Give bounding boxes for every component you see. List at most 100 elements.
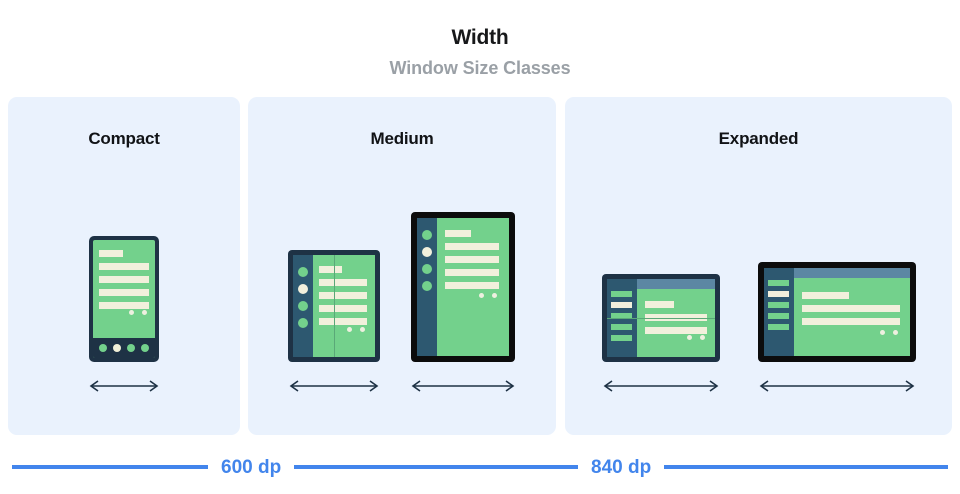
tablet-landscape-fab-dots bbox=[879, 330, 898, 335]
dot-icon bbox=[686, 335, 692, 340]
device-phone bbox=[89, 236, 159, 362]
drawer-item-icon-selected bbox=[768, 291, 789, 297]
rail-dot-icon bbox=[298, 318, 308, 328]
dot-icon bbox=[142, 310, 147, 315]
phone-bottom-nav bbox=[93, 338, 155, 358]
width-arrow-foldable-landscape bbox=[601, 379, 721, 393]
device-group-expanded bbox=[565, 193, 952, 393]
device-tablet-landscape bbox=[757, 262, 916, 362]
device-tablet-portrait bbox=[411, 212, 515, 362]
rail-dot-icon bbox=[422, 281, 432, 291]
width-arrow-tablet-portrait bbox=[409, 379, 517, 393]
panel-title-expanded: Expanded bbox=[718, 129, 799, 148]
content-line bbox=[801, 318, 900, 325]
fold-crease bbox=[606, 318, 715, 319]
content-line bbox=[445, 230, 471, 237]
phone-fab-dots bbox=[129, 310, 147, 315]
width-arrow-tablet-landscape bbox=[757, 379, 917, 393]
foldable-portrait-screen bbox=[293, 255, 375, 357]
navigation-drawer bbox=[763, 268, 794, 356]
device-slot-phone bbox=[87, 236, 161, 393]
dot-icon bbox=[892, 330, 898, 335]
panel-title-compact: Compact bbox=[88, 129, 160, 148]
foldable-landscape-fab-dots bbox=[686, 335, 705, 340]
breakpoint-scale: 600 dp 840 dp bbox=[12, 455, 948, 479]
content-line bbox=[319, 305, 367, 312]
content-line bbox=[319, 266, 343, 273]
phone-screen bbox=[93, 240, 155, 358]
dot-icon bbox=[360, 327, 365, 332]
content-line bbox=[445, 256, 499, 263]
content-line bbox=[644, 327, 707, 334]
tablet-portrait-fab-dots bbox=[479, 293, 497, 298]
scale-segment-expanded bbox=[664, 465, 948, 469]
device-group-compact bbox=[8, 193, 240, 393]
panel-medium: Medium bbox=[248, 97, 556, 435]
device-slot-tablet-landscape bbox=[757, 262, 917, 393]
page-subtitle: Window Size Classes bbox=[389, 58, 571, 78]
rail-dot-icon bbox=[422, 230, 432, 240]
drawer-item-icon-selected bbox=[611, 302, 632, 308]
foldable-landscape-content-lines bbox=[644, 301, 707, 340]
content-line bbox=[801, 305, 900, 312]
navigation-rail bbox=[417, 218, 437, 356]
content-line bbox=[445, 243, 499, 250]
nav-dot-icon bbox=[99, 344, 107, 352]
drawer-item-icon bbox=[768, 302, 789, 308]
nav-dot-icon bbox=[127, 344, 135, 352]
rail-dot-icon-selected bbox=[422, 247, 432, 257]
content-line bbox=[99, 302, 149, 309]
scale-segment-compact bbox=[12, 465, 208, 469]
content-line bbox=[801, 292, 849, 299]
content-line bbox=[99, 263, 149, 270]
drawer-item-icon bbox=[611, 324, 632, 330]
rail-dot-icon bbox=[298, 301, 308, 311]
rail-dot-icon bbox=[298, 267, 308, 277]
rail-dot-icon bbox=[422, 264, 432, 274]
foldable-portrait-fab-dots bbox=[347, 327, 365, 332]
content-line bbox=[644, 301, 675, 308]
scale-segment-medium bbox=[294, 465, 578, 469]
breakpoint-label-840: 840 dp bbox=[591, 456, 652, 478]
foldable-landscape-screen bbox=[606, 279, 715, 357]
dot-icon bbox=[879, 330, 885, 335]
dot-icon bbox=[699, 335, 705, 340]
tablet-landscape-screen bbox=[763, 268, 910, 356]
tablet-landscape-content-lines bbox=[801, 292, 900, 331]
content-line bbox=[319, 292, 367, 299]
header: Width Window Size Classes bbox=[0, 0, 960, 79]
top-app-bar bbox=[636, 279, 715, 289]
device-foldable-portrait bbox=[288, 250, 380, 362]
drawer-item-icon bbox=[768, 324, 789, 330]
top-app-bar bbox=[793, 268, 910, 278]
phone-content-lines bbox=[99, 250, 149, 315]
device-slot-foldable-portrait bbox=[287, 250, 381, 393]
rail-dot-icon-selected bbox=[298, 284, 308, 294]
dot-icon bbox=[347, 327, 352, 332]
device-slot-tablet-portrait bbox=[409, 212, 517, 393]
content-line bbox=[644, 314, 707, 321]
drawer-item-icon bbox=[768, 280, 789, 286]
panel-title-medium: Medium bbox=[370, 129, 434, 148]
content-line bbox=[99, 289, 149, 296]
foldable-portrait-content-lines bbox=[319, 266, 367, 331]
dot-icon bbox=[492, 293, 497, 298]
navigation-rail bbox=[293, 255, 313, 357]
content-line bbox=[319, 279, 367, 286]
tablet-portrait-content-lines bbox=[445, 230, 499, 295]
device-foldable-landscape bbox=[601, 274, 720, 362]
content-line bbox=[99, 250, 123, 257]
drawer-item-icon bbox=[611, 335, 632, 341]
width-arrow-phone bbox=[87, 379, 161, 393]
width-arrow-foldable-portrait bbox=[287, 379, 381, 393]
content-line bbox=[319, 318, 367, 325]
nav-dot-icon bbox=[141, 344, 149, 352]
size-class-panels: Compact bbox=[8, 97, 952, 435]
device-slot-foldable-landscape bbox=[601, 274, 721, 393]
tablet-portrait-screen bbox=[417, 218, 509, 356]
content-line bbox=[445, 282, 499, 289]
content-line bbox=[445, 269, 499, 276]
panel-expanded: Expanded bbox=[565, 97, 952, 435]
dot-icon bbox=[479, 293, 484, 298]
